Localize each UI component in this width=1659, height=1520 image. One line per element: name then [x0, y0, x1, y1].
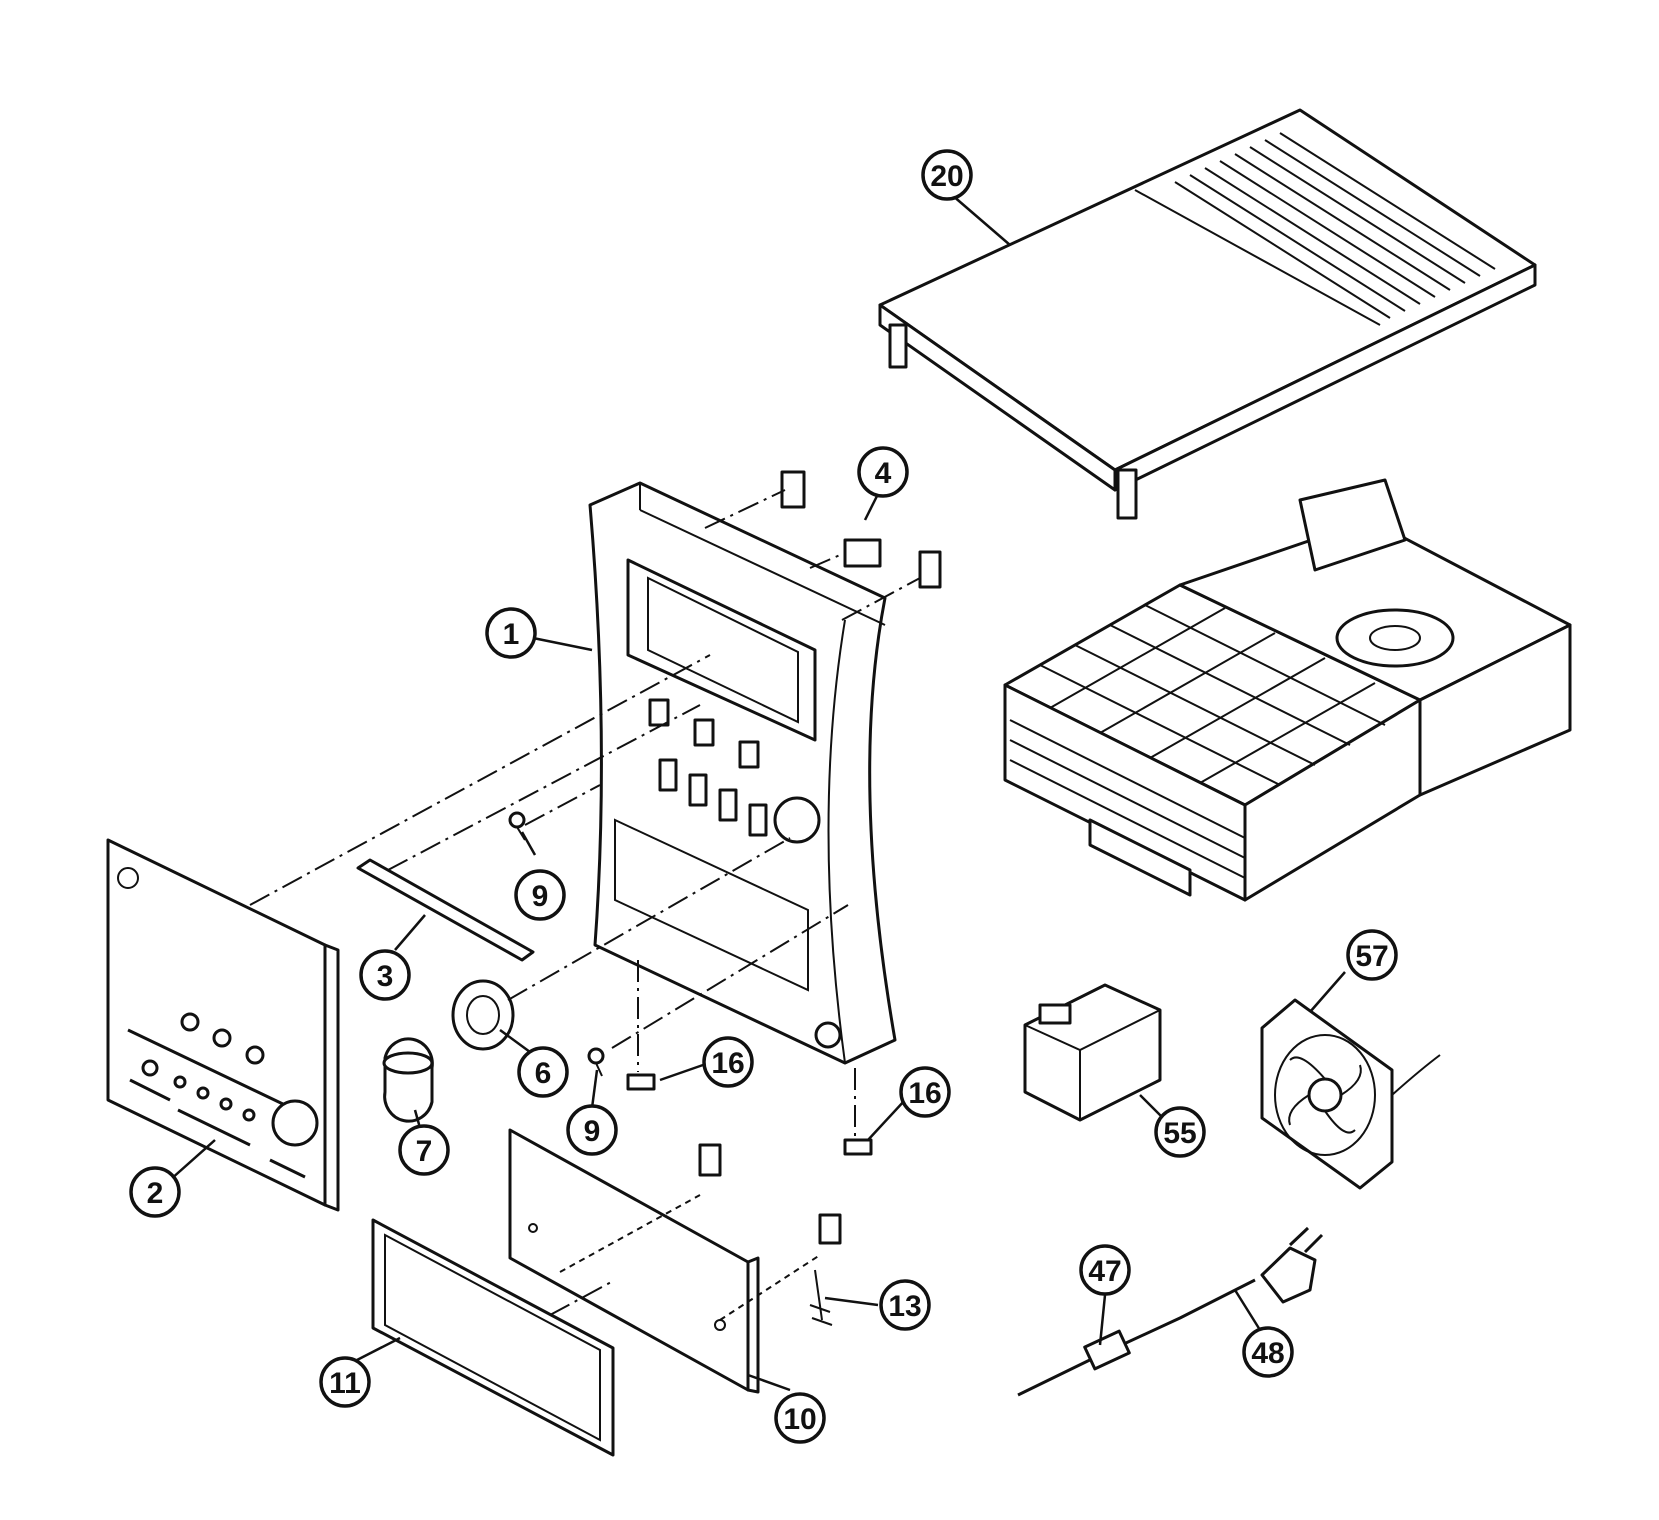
- svg-text:16: 16: [711, 1047, 744, 1080]
- svg-text:9: 9: [532, 880, 549, 913]
- bracket-part: [843, 538, 882, 568]
- callout-1: 1: [485, 607, 537, 659]
- svg-text:9: 9: [584, 1115, 601, 1148]
- callout-11: 11: [319, 1356, 371, 1408]
- window-part: [371, 1218, 615, 1457]
- callout-47: 47: [1079, 1244, 1131, 1296]
- clip-part: [698, 1143, 722, 1177]
- callout-9-lower: 9: [566, 1104, 618, 1156]
- svg-text:6: 6: [535, 1057, 552, 1090]
- callout-leaders: [169, 194, 1346, 1392]
- callout-4: 4: [857, 446, 909, 498]
- knob-part: [382, 1037, 434, 1123]
- svg-text:57: 57: [1355, 940, 1388, 973]
- callout-6: 6: [517, 1046, 569, 1098]
- transformer-part: [1023, 983, 1162, 1122]
- vent-grille: [1174, 132, 1496, 319]
- callout-3: 3: [359, 949, 411, 1001]
- power-cord-part: [1017, 1226, 1324, 1397]
- screw-part: [508, 811, 605, 1077]
- callout-9-upper: 9: [514, 869, 566, 921]
- clip-part: [780, 470, 806, 509]
- callout-48: 48: [1242, 1326, 1294, 1378]
- knob-ring-part: [451, 979, 515, 1051]
- clip-part: [918, 550, 942, 589]
- callout-55: 55: [1154, 1106, 1206, 1158]
- callout-7: 7: [398, 1124, 450, 1176]
- svg-text:2: 2: [147, 1177, 164, 1210]
- tray-grid: [1039, 604, 1386, 786]
- callout-16-left: 16: [702, 1036, 754, 1088]
- assembly-guide-lines: [249, 489, 921, 1321]
- callout-16-right: 16: [899, 1066, 951, 1118]
- door-panel-part: [508, 1128, 760, 1394]
- svg-text:11: 11: [329, 1367, 361, 1400]
- fan-part: [1260, 998, 1441, 1190]
- svg-text:7: 7: [416, 1135, 433, 1168]
- svg-text:10: 10: [783, 1403, 816, 1436]
- top-cover-part: [878, 108, 1537, 520]
- callout-57: 57: [1346, 929, 1398, 981]
- trim-strip-part: [356, 858, 535, 962]
- front-cabinet-part: [588, 481, 897, 1065]
- spring-part: [809, 1269, 833, 1326]
- svg-text:55: 55: [1163, 1117, 1196, 1150]
- callout-13: 13: [879, 1279, 931, 1331]
- foot-part: [843, 1138, 873, 1156]
- svg-text:4: 4: [875, 457, 892, 490]
- callout-2: 2: [129, 1166, 181, 1218]
- svg-text:1: 1: [503, 618, 520, 651]
- mechanism-assembly-part: [1003, 478, 1572, 902]
- svg-text:16: 16: [908, 1077, 941, 1110]
- svg-text:3: 3: [377, 960, 394, 993]
- foot-part: [626, 1073, 656, 1091]
- callout-20: 20: [921, 149, 973, 201]
- svg-text:13: 13: [888, 1290, 921, 1323]
- callout-10: 10: [774, 1392, 826, 1444]
- svg-text:20: 20: [930, 160, 963, 193]
- svg-text:47: 47: [1088, 1255, 1121, 1288]
- clip-part: [818, 1213, 842, 1245]
- front-panel-part: [106, 838, 340, 1212]
- svg-text:48: 48: [1251, 1337, 1284, 1370]
